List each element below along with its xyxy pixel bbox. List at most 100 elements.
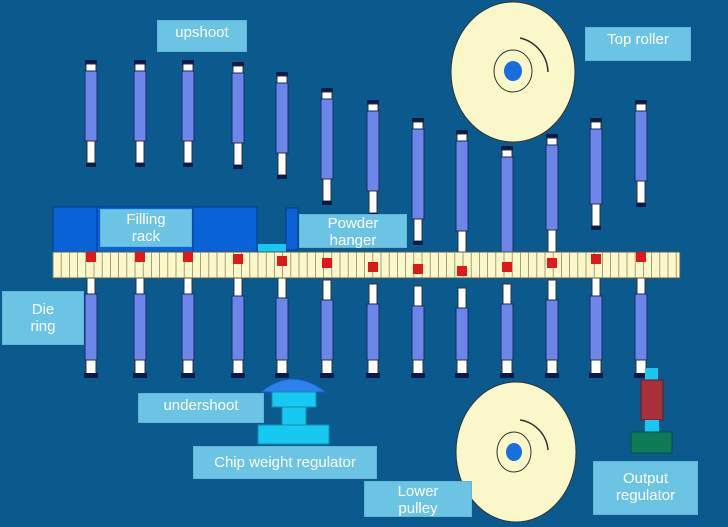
upper-punch-head	[501, 146, 513, 151]
die-cavity	[502, 262, 512, 272]
upper-punch-body	[84, 70, 98, 142]
powder-hanger-label: Powder hanger	[299, 214, 407, 249]
lower-punch-collar	[182, 359, 194, 375]
output-regulator-assembly	[630, 368, 673, 454]
lower-punch-head	[275, 373, 289, 378]
lower-punch-body	[455, 307, 469, 361]
lower-punch-collar	[367, 359, 379, 375]
lower-punch-collar	[276, 359, 288, 375]
upper-punch-body	[634, 110, 648, 182]
lower-punch-head	[411, 373, 425, 378]
lower-punch-collar	[134, 359, 146, 375]
upper-punch-tip	[413, 218, 423, 242]
lower-punch-body	[231, 295, 245, 361]
lower-punch-tip	[457, 287, 467, 309]
upper-punch-end	[233, 165, 243, 169]
upper-punch-head	[412, 118, 424, 123]
undershoot-text: undershoot	[163, 397, 239, 414]
lower-pulley	[455, 381, 577, 523]
upper-punch-tip	[183, 140, 193, 164]
lower-punch-head	[634, 373, 648, 378]
upper-punch-end	[322, 201, 332, 205]
lower-punch-tip	[322, 279, 332, 301]
lower-punch-body	[500, 303, 514, 361]
top-roller-text: Top roller	[607, 31, 669, 48]
upper-punch-head	[232, 62, 244, 67]
die-cavity	[636, 252, 646, 262]
upper-punch-head	[321, 88, 333, 93]
upper-punch-body	[500, 156, 514, 253]
upper-punch-head	[367, 100, 379, 105]
upper-punch-end	[86, 163, 96, 167]
upper-punch-body	[589, 128, 603, 205]
upper-punch-tip	[368, 190, 378, 214]
lower-punch-collar	[321, 359, 333, 375]
upper-punch-body	[545, 144, 559, 231]
upper-punch-body	[411, 128, 425, 220]
upper-punch-collar	[501, 149, 513, 158]
filling-rack-label: Filling rack	[100, 209, 192, 247]
die-cavity	[368, 262, 378, 272]
upper-punch-body	[320, 98, 334, 180]
lower-pulley-text-line1: Lower	[397, 483, 439, 500]
die-cavity	[457, 266, 467, 276]
die-cavity	[183, 252, 193, 262]
upshoot-text: upshoot	[175, 24, 229, 41]
upper-punch-tip	[277, 152, 287, 176]
chip-weight-regulator-text: Chip weight regulator	[214, 454, 356, 471]
upper-punch-collar	[590, 121, 602, 130]
lower-punch-tip	[413, 285, 423, 307]
upper-punch-end	[183, 163, 193, 167]
upper-punch-collar	[232, 65, 244, 74]
upper-punch-body	[455, 140, 469, 232]
upper-punch-body	[231, 72, 245, 144]
upper-punch-collar	[412, 121, 424, 130]
lower-punch-tip	[547, 279, 557, 301]
lower-punch-body	[320, 299, 334, 361]
lower-punch-collar	[412, 359, 424, 375]
upper-punch-collar	[276, 75, 288, 84]
upper-punch-tip	[457, 230, 467, 254]
upper-punch-end	[413, 241, 423, 245]
die-cavity	[233, 254, 243, 264]
top-roller-label: Top roller	[585, 27, 691, 61]
lower-punch-tip	[277, 277, 287, 299]
die-ring-text-line2: ring	[30, 318, 56, 335]
top-roller	[450, 1, 576, 143]
upper-punch-collar	[635, 103, 647, 112]
powder-hanger-text-line1: Powder	[327, 215, 379, 232]
lower-punch-collar	[546, 359, 558, 375]
die-cavity	[547, 258, 557, 268]
upper-punch-tip	[86, 140, 96, 164]
filling-rack-text-line1: Filling	[126, 211, 166, 228]
upper-punch-head	[276, 72, 288, 77]
upper-punch-head	[182, 60, 194, 65]
upper-punch-head	[635, 100, 647, 105]
lower-punch-body	[589, 295, 603, 361]
lower-punch-collar	[456, 359, 468, 375]
lower-punch-head	[455, 373, 469, 378]
upper-punch-body	[133, 70, 147, 142]
upper-punch-collar	[321, 91, 333, 100]
upper-punch-end	[277, 175, 287, 179]
filling-rack-text-line2: rack	[131, 228, 161, 245]
upper-punch-tip	[135, 140, 145, 164]
lower-punch-body	[84, 293, 98, 361]
powder-hanger-block	[285, 207, 299, 251]
filling-rack-feed-shoe	[258, 244, 286, 252]
undershoot-label: undershoot	[138, 393, 264, 423]
upper-punch-body	[366, 110, 380, 192]
lower-punch-collar	[501, 359, 513, 375]
upper-punch-body	[181, 70, 195, 142]
upper-punch-tip	[636, 180, 646, 204]
upper-punch-group	[84, 60, 648, 278]
upper-punch-head	[85, 60, 97, 65]
filling-rack-block-right	[192, 206, 258, 253]
upper-punch-tip	[591, 203, 601, 227]
lower-punch-head	[231, 373, 245, 378]
upper-punch-head	[456, 130, 468, 135]
lower-punch-group	[84, 273, 648, 378]
lower-punch-body	[634, 293, 648, 361]
die-ring-strip	[52, 251, 681, 279]
lower-punch-tip	[591, 275, 601, 297]
